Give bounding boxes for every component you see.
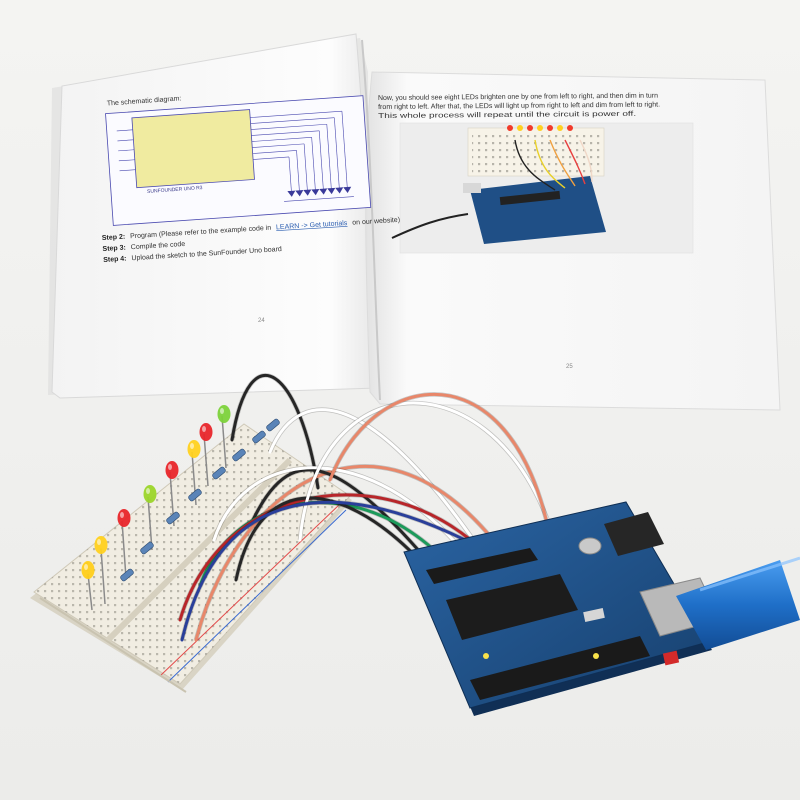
schematic-diagram: The schematic diagram: <box>105 95 372 226</box>
book-photo <box>391 122 694 254</box>
led-highlight <box>168 464 172 470</box>
led-indicator <box>483 653 489 659</box>
led-highlight <box>202 426 206 432</box>
led-body <box>81 561 95 579</box>
led-group <box>81 405 231 579</box>
led-4 <box>143 485 157 503</box>
led-highlight <box>190 443 194 449</box>
led-8 <box>217 405 231 423</box>
led-body <box>165 461 179 479</box>
jumper-wire-1 <box>230 373 320 490</box>
led-body <box>199 423 213 441</box>
led-2 <box>94 536 108 554</box>
book: The schematic diagram: <box>48 33 781 411</box>
tx-indicator <box>593 653 599 659</box>
led-body <box>217 405 231 423</box>
led-body <box>117 509 131 527</box>
header-bottom <box>470 636 650 700</box>
led-6 <box>187 440 201 458</box>
step-3: Step 3: Compile the code <box>102 241 185 253</box>
led-highlight <box>84 564 88 570</box>
led-highlight <box>120 512 124 518</box>
capacitor <box>578 537 602 555</box>
led-3 <box>117 509 131 527</box>
led-1 <box>81 561 95 579</box>
arduino-board <box>403 501 721 716</box>
right-line-2: from right to left. After that, the LEDs… <box>378 102 660 111</box>
led-highlight <box>97 539 101 545</box>
right-line-3: This whole process will repeat until the… <box>378 111 636 120</box>
jumper-wire-11 <box>180 500 498 642</box>
dc-jack <box>604 512 664 556</box>
wire-group <box>177 373 573 664</box>
right-page-number: 25 <box>566 364 573 370</box>
right-page-text: Now, you should see eight LEDs brighten … <box>378 93 660 120</box>
led-body <box>143 485 157 503</box>
components <box>87 415 280 611</box>
reset-button[interactable] <box>662 650 680 666</box>
led-body <box>94 536 108 554</box>
led-5 <box>165 461 179 479</box>
step-2-link[interactable]: LEARN -> Get tutorials <box>276 220 348 231</box>
led-body <box>187 440 201 458</box>
crystal <box>583 608 605 622</box>
left-page-number: 24 <box>258 318 265 324</box>
led-7 <box>199 423 213 441</box>
jumper-wire-2 <box>268 408 522 614</box>
right-line-1: Now, you should see eight LEDs brighten … <box>378 93 658 102</box>
schematic-board-label: SUNFOUNDER UNO R3 <box>147 185 203 195</box>
usb-cable <box>676 556 800 650</box>
led-highlight <box>220 408 224 414</box>
led-highlight <box>146 488 150 494</box>
